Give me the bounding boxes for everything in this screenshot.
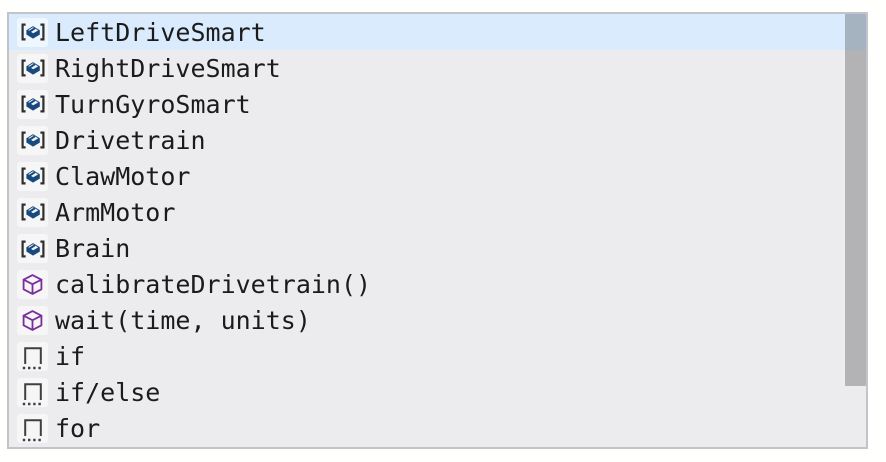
suggestion-item[interactable]: calibrateDrivetrain(): [9, 267, 866, 303]
suggestion-label: RightDriveSmart: [55, 53, 281, 83]
suggestion-kind-icon-box: [17, 414, 48, 444]
snippet-square-icon: [22, 419, 43, 442]
suggestion-label: wait(time, units): [55, 306, 311, 336]
suggestion-kind-icon-box: [17, 17, 48, 47]
suggestion-kind-icon-box: [17, 197, 48, 227]
suggestion-label: LeftDriveSmart: [55, 17, 266, 47]
suggestion-item[interactable]: if/else: [9, 375, 866, 411]
vex-brick-icon: [21, 203, 44, 221]
vex-brick-icon: [21, 59, 44, 77]
snippet-square-icon: [22, 383, 43, 406]
suggestion-label: Drivetrain: [55, 125, 206, 155]
suggestion-item[interactable]: Brain: [9, 230, 866, 266]
suggestion-label: ClawMotor: [55, 161, 191, 191]
vex-brick-icon: [21, 23, 44, 41]
suggestion-item[interactable]: Drivetrain: [9, 122, 866, 158]
snippet-square-icon: [22, 346, 43, 369]
suggestion-label: Brain: [55, 234, 131, 263]
vex-brick-icon: [21, 240, 44, 257]
suggestion-label: TurnGyroSmart: [55, 89, 251, 119]
suggestion-item[interactable]: ArmMotor: [9, 194, 866, 230]
suggestion-list: LeftDriveSmart RightDriveSmart TurnGyroS…: [9, 14, 866, 447]
cube-outline-icon: [22, 274, 43, 295]
vex-brick-icon: [21, 131, 44, 149]
suggestion-label: ArmMotor: [55, 197, 176, 227]
autocomplete-popup: LeftDriveSmart RightDriveSmart TurnGyroS…: [7, 12, 868, 449]
suggestion-label: calibrateDrivetrain(): [55, 270, 372, 300]
suggestion-kind-icon-box: [17, 378, 48, 408]
suggestion-item[interactable]: for: [9, 411, 866, 447]
suggestion-kind-icon-box: [17, 234, 48, 263]
suggestion-item[interactable]: ClawMotor: [9, 158, 866, 194]
suggestion-label: for: [55, 414, 101, 444]
vex-brick-icon: [21, 167, 44, 185]
suggestion-label: if: [55, 342, 86, 372]
cube-outline-icon: [22, 310, 43, 331]
suggestion-item[interactable]: if: [9, 339, 866, 375]
suggestion-kind-icon-box: [17, 306, 48, 336]
suggestion-kind-icon-box: [17, 125, 48, 155]
suggestion-kind-icon-box: [17, 89, 48, 119]
suggestion-kind-icon-box: [17, 342, 48, 372]
suggestion-label: if/else: [55, 378, 161, 408]
suggestion-item[interactable]: TurnGyroSmart: [9, 86, 866, 122]
suggestion-item[interactable]: LeftDriveSmart: [9, 14, 866, 51]
vex-brick-icon: [21, 95, 44, 113]
scrollbar-thumb[interactable]: [845, 14, 866, 386]
suggestion-kind-icon-box: [17, 270, 48, 300]
suggestion-item[interactable]: wait(time, units): [9, 303, 866, 339]
scrollbar-track[interactable]: [845, 14, 866, 447]
suggestion-kind-icon-box: [17, 53, 48, 83]
suggestion-kind-icon-box: [17, 161, 48, 191]
suggestion-item[interactable]: RightDriveSmart: [9, 50, 866, 86]
